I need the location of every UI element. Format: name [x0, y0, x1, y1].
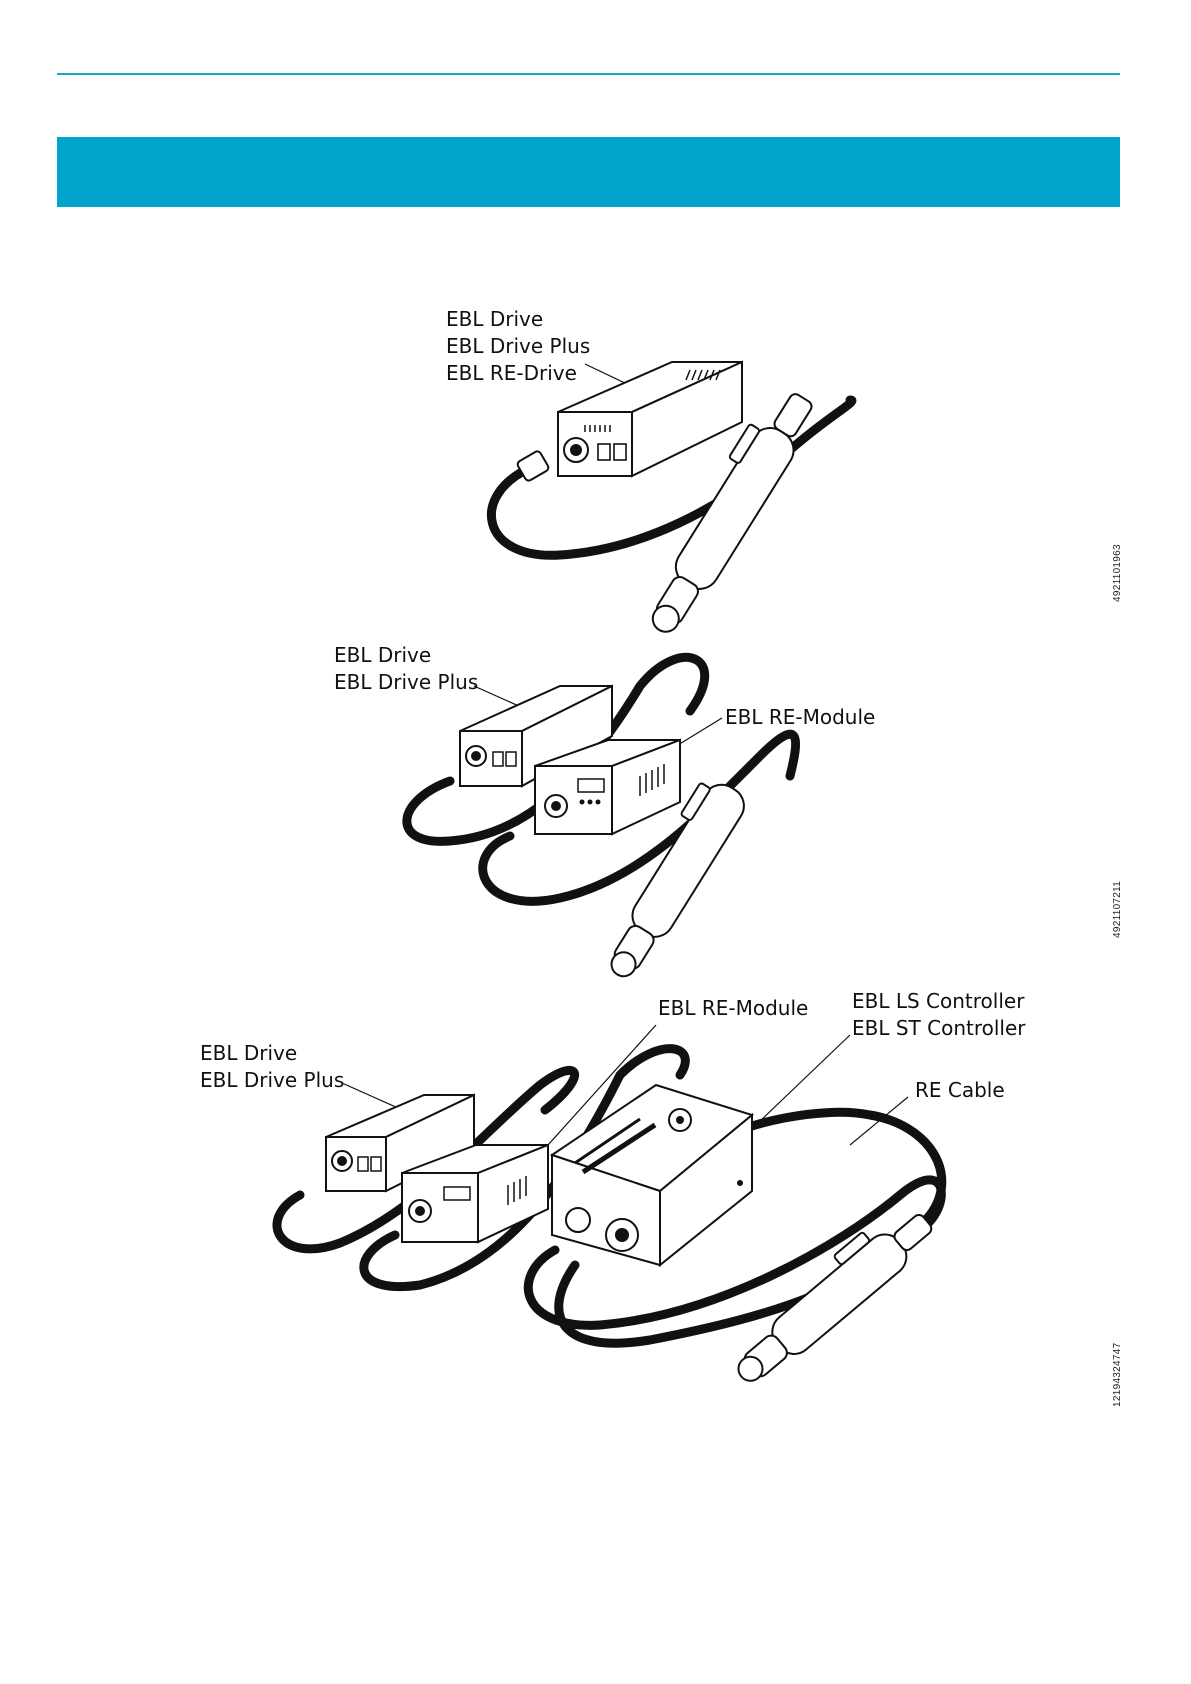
ls-controller-illustration	[0, 995, 1191, 1425]
drive-unit-box	[558, 362, 742, 476]
screwdriver-tool	[720, 1196, 940, 1393]
figure-ebl-ls-controller: EBL Drive EBL Drive Plus EBL RE-Module E…	[0, 995, 1191, 1425]
header-rule	[57, 73, 1120, 75]
figure-ebl-re-module: EBL Drive EBL Drive Plus EBL RE-Module	[0, 636, 1191, 936]
figure-id-1: 4921101963	[1112, 544, 1123, 602]
section-header-band	[57, 137, 1120, 207]
figure-id-2: 4921107211	[1112, 881, 1123, 938]
ls-controller-box	[552, 1085, 752, 1265]
re-module-illustration	[0, 636, 1191, 936]
figure-ebl-drive: EBL Drive EBL Drive Plus EBL RE-Drive	[0, 300, 1191, 600]
drive-illustration	[0, 300, 1191, 600]
figure-id-3: 12194324747	[1112, 1343, 1123, 1407]
